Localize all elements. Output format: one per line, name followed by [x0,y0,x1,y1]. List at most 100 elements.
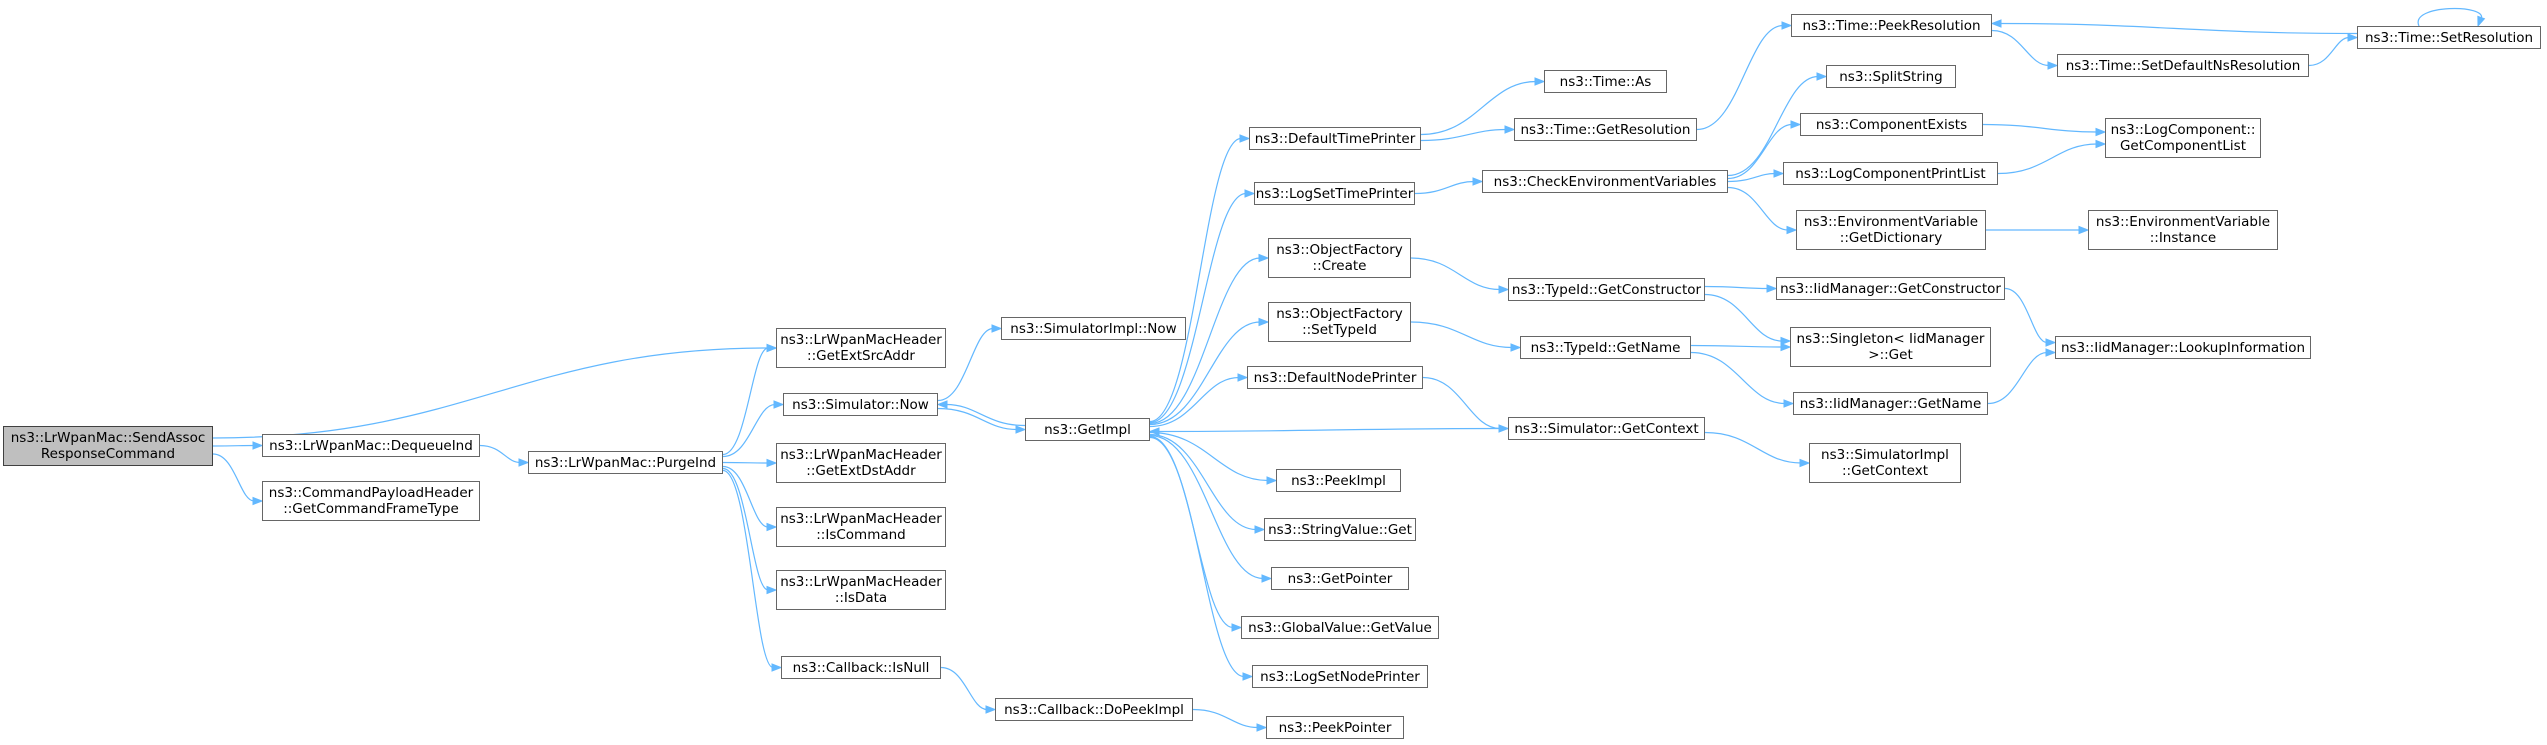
node-lrwpanmacheader-iscommand[interactable]: ns3::LrWpanMacHeader::IsCommand [776,507,946,547]
edge-defaultNodePrinter-to-simGetContext [1422,376,1501,430]
node-iidmanager-getconstructor[interactable]: ns3::IidManager::GetConstructor [1776,277,2005,300]
node-getpointer[interactable]: ns3::GetPointer [1271,567,1409,590]
node-logsetnodeprinter[interactable]: ns3::LogSetNodePrinter [1252,665,1428,688]
node-time-getresolution[interactable]: ns3::Time::GetResolution [1514,118,1697,141]
node-label-line: ns3::EnvironmentVariable [1803,214,1979,230]
edge-getImpl-to-peekImpl [1149,431,1269,482]
edge-defaultTimePrinter-to-timeGetResolution-arrowhead [1504,125,1516,134]
edge-componentExists-to-logComponentGetList [1982,123,2098,133]
node-peekpointer[interactable]: ns3::PeekPointer [1266,716,1404,739]
node-label-line: ns3::ObjectFactory [1276,306,1403,322]
node-environmentvariable-getdictionary[interactable]: ns3::EnvironmentVariable::GetDictionary [1796,210,1986,250]
edge-root-to-getCommandFrameType [212,453,255,502]
node-label-line: ns3::EnvironmentVariable [2095,214,2271,230]
node-label-line: ns3::SimulatorImpl::Now [1010,320,1177,337]
node-singleton-iidmanager-get[interactable]: ns3::Singleton< IidManager>::Get [1790,327,1991,367]
node-lrwpanmac-dequeueind[interactable]: ns3::LrWpanMac::DequeueInd [262,434,480,457]
edge-checkEnvVars-to-envVarGetDictionary-arrowhead [1786,225,1798,235]
node-label-line: ns3::Simulator::GetContext [1514,420,1699,437]
node-label-line: ns3::Callback::IsNull [792,659,930,676]
node-label-line: ::Create [1312,258,1367,274]
edge-typeIdGetConstructor-to-iidGetConstructor-arrowhead [1766,284,1778,293]
node-simulatorimpl-getcontext[interactable]: ns3::SimulatorImpl::GetContext [1809,443,1961,483]
node-getimpl[interactable]: ns3::GetImpl [1025,418,1150,441]
node-callback-isnull[interactable]: ns3::Callback::IsNull [781,656,941,679]
node-splitstring[interactable]: ns3::SplitString [1826,65,1956,88]
node-logsettimeprinter[interactable]: ns3::LogSetTimePrinter [1254,182,1415,205]
node-label-line: ns3::IidManager::GetName [1799,395,1982,412]
edge-logComponentPrintList-to-logComponentGetList [1997,143,2098,175]
node-lrwpanmac-purgeind[interactable]: ns3::LrWpanMac::PurgeInd [528,451,723,474]
edge-typeIdGetName-to-singletonGet [1690,344,1783,348]
node-time-setdefaultnsresolution[interactable]: ns3::Time::SetDefaultNsResolution [2057,54,2309,77]
node-label-line: ::Instance [2149,230,2217,246]
node-logcomponentprintlist[interactable]: ns3::LogComponentPrintList [1783,162,1998,185]
edge-simGetContext-to-simImplGetContext [1704,431,1802,464]
node-callback-dopeekimpl[interactable]: ns3::Callback::DoPeekImpl [995,698,1193,721]
node-lrwpanmacheader-isdata[interactable]: ns3::LrWpanMacHeader::IsData [776,570,946,610]
edge-simNow-to-simImplNow-arrowhead [991,324,1003,333]
edge-getImpl-to-defaultNodePrinter-arrowhead [1237,373,1249,382]
node-label-line: ns3::LrWpanMacHeader [780,574,942,590]
node-label-line: ns3::IidManager::LookupInformation [2060,339,2306,356]
node-label-line: ns3::Singleton< IidManager [1796,331,1985,347]
edge-ofCreate-to-typeIdGetConstructor-arrowhead [1498,285,1510,294]
node-environmentvariable-instance[interactable]: ns3::EnvironmentVariable::Instance [2088,210,2278,250]
edge-ofCreate-to-typeIdGetConstructor [1410,257,1501,291]
edge-timeGetResolution-to-timePeekResolution-arrowhead [1781,21,1793,30]
node-time-peekresolution[interactable]: ns3::Time::PeekResolution [1791,14,1992,37]
node-typeid-getname[interactable]: ns3::TypeId::GetName [1520,336,1691,359]
node-label-line: ns3::Time::SetDefaultNsResolution [2065,57,2301,74]
node-iidmanager-lookupinformation[interactable]: ns3::IidManager::LookupInformation [2055,336,2311,359]
edge-componentExists-to-logComponentGetList-arrowhead [2095,127,2107,137]
node-iidmanager-getname[interactable]: ns3::IidManager::GetName [1793,392,1988,415]
node-checkenvironmentvariables[interactable]: ns3::CheckEnvironmentVariables [1482,170,1728,193]
node-componentexists[interactable]: ns3::ComponentExists [1800,113,1983,136]
edge-root-to-dequeueInd-arrowhead [252,441,264,450]
node-objectfactory-settypeid[interactable]: ns3::ObjectFactory::SetTypeId [1268,302,1411,342]
edge-timeGetResolution-to-timePeekResolution [1696,24,1784,131]
node-lrwpanmacheader-getextdstaddr[interactable]: ns3::LrWpanMacHeader::GetExtDstAddr [776,443,946,483]
node-logcomponent-getcomponentlist[interactable]: ns3::LogComponent::GetComponentList [2105,118,2261,158]
edge-getImpl-to-logSetTimePrinter-arrowhead [1244,189,1256,198]
node-label-line: ns3::GlobalValue::GetValue [1248,619,1432,636]
edge-getImpl-to-logSetNodePrinter [1149,436,1245,678]
node-simulator-now[interactable]: ns3::Simulator::Now [783,393,938,416]
node-label-line: ns3::LogSetTimePrinter [1255,185,1414,202]
node-label-line: ::GetExtDstAddr [806,463,916,479]
node-defaulttimeprinter[interactable]: ns3::DefaultTimePrinter [1249,127,1421,150]
edge-typeIdGetConstructor-to-iidGetConstructor [1704,285,1769,290]
edge-purgeInd-to-getExtDstAddr [722,461,769,464]
node-simulatorimpl-now[interactable]: ns3::SimulatorImpl::Now [1001,317,1186,340]
node-simulator-getcontext[interactable]: ns3::Simulator::GetContext [1508,417,1705,440]
node-stringvalue-get[interactable]: ns3::StringValue::Get [1264,518,1416,541]
node-peekimpl[interactable]: ns3::PeekImpl [1276,469,1401,492]
node-commandpayloadheader-getcommandframetype[interactable]: ns3::CommandPayloadHeader::GetCommandFra… [262,481,480,521]
node-label-line: ns3::Callback::DoPeekImpl [1004,701,1184,718]
edge-simGetContext-to-getImpl [1157,427,1509,433]
edge-simNow-to-getImpl-arrowhead [1015,425,1027,434]
node-defaultnodeprinter[interactable]: ns3::DefaultNodePrinter [1247,366,1423,389]
edge-getImpl-to-logSetNodePrinter-arrowhead [1242,672,1254,681]
edge-setDefaultNsResolution-to-timeSetResolution [2308,36,2350,67]
edge-getImpl-to-getPointer-arrowhead [1261,574,1273,583]
node-label-line: ns3::CheckEnvironmentVariables [1493,173,1717,190]
node-time-as[interactable]: ns3::Time::As [1544,70,1667,93]
node-label-line: ::GetContext [1841,463,1929,479]
node-lrwpanmacheader-getextsrcaddr[interactable]: ns3::LrWpanMacHeader::GetExtSrcAddr [776,328,946,368]
node-globalvalue-getvalue[interactable]: ns3::GlobalValue::GetValue [1241,616,1439,639]
edge-typeIdGetConstructor-to-singletonGet [1704,293,1783,342]
edge-purgeInd-to-simNow [722,403,776,458]
edge-getImpl-to-defaultTimePrinter [1149,137,1242,423]
node-label-line: ns3::DefaultTimePrinter [1254,130,1416,147]
node-label-line: ::IsCommand [816,527,906,543]
node-objectfactory-create[interactable]: ns3::ObjectFactory::Create [1268,238,1411,278]
node-typeid-getconstructor[interactable]: ns3::TypeId::GetConstructor [1508,278,1705,301]
node-time-setresolution[interactable]: ns3::Time::SetResolution [2357,26,2541,49]
edge-purgeInd-to-isNull-arrowhead [771,663,783,672]
node-label-line: ::GetDictionary [1839,230,1943,246]
edge-logSetTimePrinter-to-checkEnvVars [1414,180,1475,195]
node-label-line: ns3::LrWpanMacHeader [780,511,942,527]
